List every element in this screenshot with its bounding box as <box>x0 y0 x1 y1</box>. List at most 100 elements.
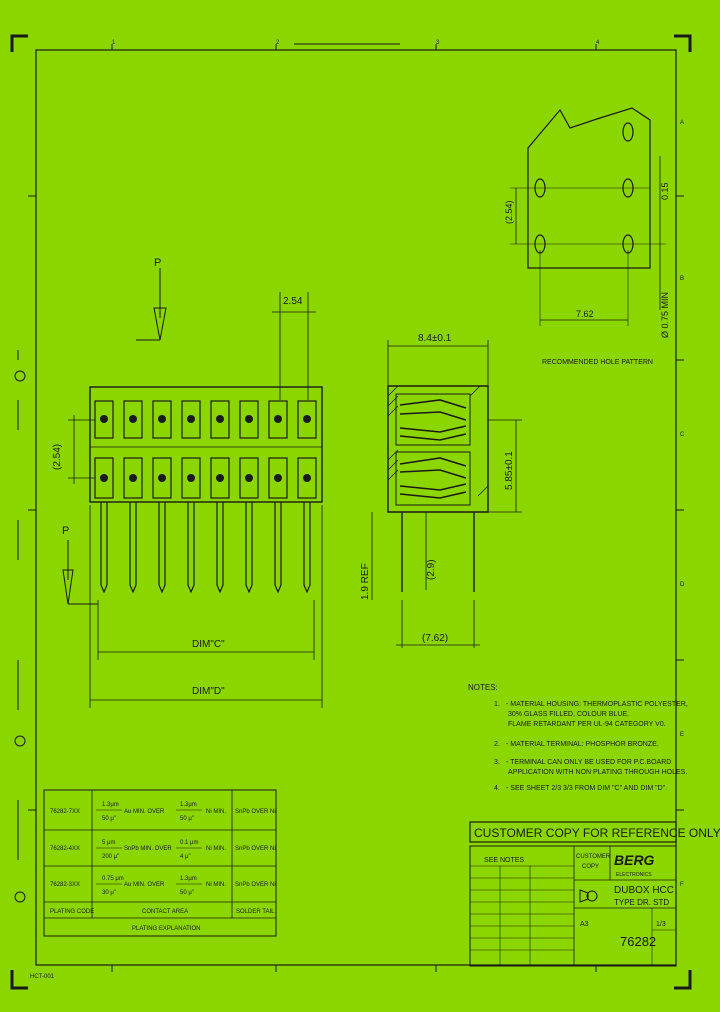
plating-value: 1.3μm <box>180 876 197 882</box>
plating-text: Ni MIN. <box>206 882 226 888</box>
plating-value: 50 μ" <box>180 890 194 896</box>
border-mark: 2 <box>276 40 280 46</box>
dim-pitch: 2.54 <box>272 292 316 400</box>
projection-icon <box>579 889 598 903</box>
dim-row-spacing-label: (7.62) <box>422 633 448 644</box>
plating-code: 76282-7XX <box>50 809 80 815</box>
plating-footer-tail: SOLDER TAIL <box>236 909 275 915</box>
note-text: FLAME RETARDANT PER UL-94 CATEGORY V0. <box>508 721 666 728</box>
dim-row-spacing: (7.62) <box>396 600 480 648</box>
dim-c-label: DIM"C" <box>192 639 225 650</box>
contact-springs <box>399 399 467 499</box>
section-arrow-top: P <box>136 257 167 341</box>
dim-d-label: DIM"D" <box>192 686 225 697</box>
sheet-size: A3 <box>580 921 589 928</box>
plating-code: 76282-4XX <box>50 846 80 852</box>
plating-text: Au MIN. OVER <box>124 809 165 815</box>
border-mark: D <box>680 582 685 588</box>
section-arrow-left: P <box>62 525 98 605</box>
footer-code: HCT-001 <box>30 974 55 980</box>
plating-value: 200 μ" <box>102 854 119 860</box>
plating-value: 0.1 μm <box>180 840 198 846</box>
dim-c: DIM"C" <box>97 600 315 660</box>
hole-dia-label: Ø 0.75 MIN <box>660 292 670 338</box>
plating-value: 1.3μm <box>102 802 119 808</box>
plating-tail: SnPb OVER Ni <box>235 809 276 815</box>
plating-text: SnPb MIN. OVER <box>124 846 172 852</box>
brand-logo: BERG <box>614 852 655 868</box>
side-view: 8.4±0.1 5.85±0.1 (2.9) 1.9 REF (7.62) <box>360 333 522 648</box>
brand-sub: ELECTRONICS <box>616 872 652 878</box>
drawing-number: 76282 <box>620 934 656 949</box>
plating-value: 0.75 μm <box>102 876 124 882</box>
plating-value: 4 μ" <box>180 854 191 860</box>
dim-tail-ref: (2.9) <box>425 512 437 590</box>
dim-pitch-side: (2.54) <box>52 415 95 484</box>
arrow-label-top: P <box>154 257 161 269</box>
see-notes: SEE NOTES <box>484 857 524 864</box>
note-text: 30% GLASS FILLED, COLOUR BLUE. <box>508 711 629 718</box>
front-view: P P 2.54 (2.54) DIM"C" <box>52 257 323 708</box>
notes-title: NOTES: <box>468 683 498 692</box>
contact-dots <box>100 415 311 482</box>
plating-tail: SnPb OVER Ni <box>235 882 276 888</box>
plating-value: 50 μ" <box>102 816 116 822</box>
note-number: 1. <box>494 701 500 708</box>
border-mark: 4 <box>596 40 600 46</box>
product-type: TYPE DR. STD <box>614 898 669 907</box>
plating-value: 1.3μm <box>180 802 197 808</box>
side-hatch <box>387 385 489 497</box>
corner-marks <box>10 34 692 990</box>
sheet-number: 1/3 <box>656 921 666 928</box>
contact-cavities <box>94 400 317 499</box>
frame-ticks <box>28 44 684 972</box>
plating-code: 76282-3XX <box>50 882 80 888</box>
dim-d: DIM"D" <box>89 505 323 708</box>
left-margin-marks <box>14 350 26 903</box>
dim-tail-ref-label: (2.9) <box>426 559 437 580</box>
note-number: 3. <box>494 759 500 766</box>
plating-value: 50 μ" <box>180 816 194 822</box>
plating-table: 76282-7XX 1.3μm 50 μ" Au MIN. OVER 1.3μm… <box>43 789 277 937</box>
product-name: DUBOX HCC <box>614 885 674 896</box>
title-block: CUSTOMER COPY FOR REFERENCE ONLY SEE NOT… <box>469 821 720 967</box>
note-text: - TERMINAL CAN ONLY BE USED FOR P.C.BOAR… <box>506 759 671 766</box>
dim-pitch-side-label: (2.54) <box>52 444 63 470</box>
border-mark: E <box>680 732 684 738</box>
plating-text: Ni MIN. <box>206 846 226 852</box>
hole-offset-label: 0.15 <box>660 182 670 200</box>
solder-tails <box>100 502 311 594</box>
drawing-frame <box>35 49 677 966</box>
dim-tail-len-label: 1.9 REF <box>360 563 371 600</box>
border-mark: 3 <box>436 40 440 46</box>
border-mark: F <box>680 882 684 888</box>
note-number: 4. <box>494 785 500 792</box>
plating-value: 30 μ" <box>102 890 116 896</box>
dim-height: 5.85±0.1 <box>488 419 522 513</box>
note-text: APPLICATION WITH NON PLATING THROUGH HOL… <box>508 769 687 776</box>
dim-depth-label: 8.4±0.1 <box>418 333 452 344</box>
border-mark: C <box>680 432 685 438</box>
notes: NOTES: 1. - MATERIAL HOUSING: THERMOPLAS… <box>468 683 688 792</box>
border-mark: 1 <box>112 40 116 46</box>
dim-pitch-label: 2.54 <box>283 296 303 307</box>
hole-width-label: 7.62 <box>576 309 594 319</box>
dim-depth: 8.4±0.1 <box>387 333 489 386</box>
plating-footer-code: PLATING CODE <box>50 909 94 915</box>
plating-text: Ni MIN. <box>206 809 226 815</box>
note-text: - MATERIAL TERMINAL: PHOSPHOR BRONZE. <box>506 741 659 748</box>
copy-label: COPY <box>582 864 599 870</box>
border-labels: 1 2 3 4 A B C D E F <box>112 40 685 888</box>
plating-footer-explain: PLATING EXPLANATION <box>132 926 200 932</box>
hole-pattern: (2.54) 7.62 Ø 0.75 MIN 0.15 RECOMMENDED … <box>504 107 670 366</box>
border-mark: A <box>680 120 684 126</box>
hole-pitch-label: (2.54) <box>504 200 514 224</box>
plating-tail: SnPb OVER Ni <box>235 846 276 852</box>
note-text: - SEE SHEET 2/3 3/3 FROM DIM "C" AND DIM… <box>506 785 667 792</box>
plating-footer-contact: CONTACT AREA <box>142 909 188 915</box>
arrow-label-left: P <box>62 525 69 537</box>
plating-value: 5 μm <box>102 840 115 846</box>
dim-tail-len: 1.9 REF <box>360 512 373 600</box>
border-mark: B <box>680 276 684 282</box>
